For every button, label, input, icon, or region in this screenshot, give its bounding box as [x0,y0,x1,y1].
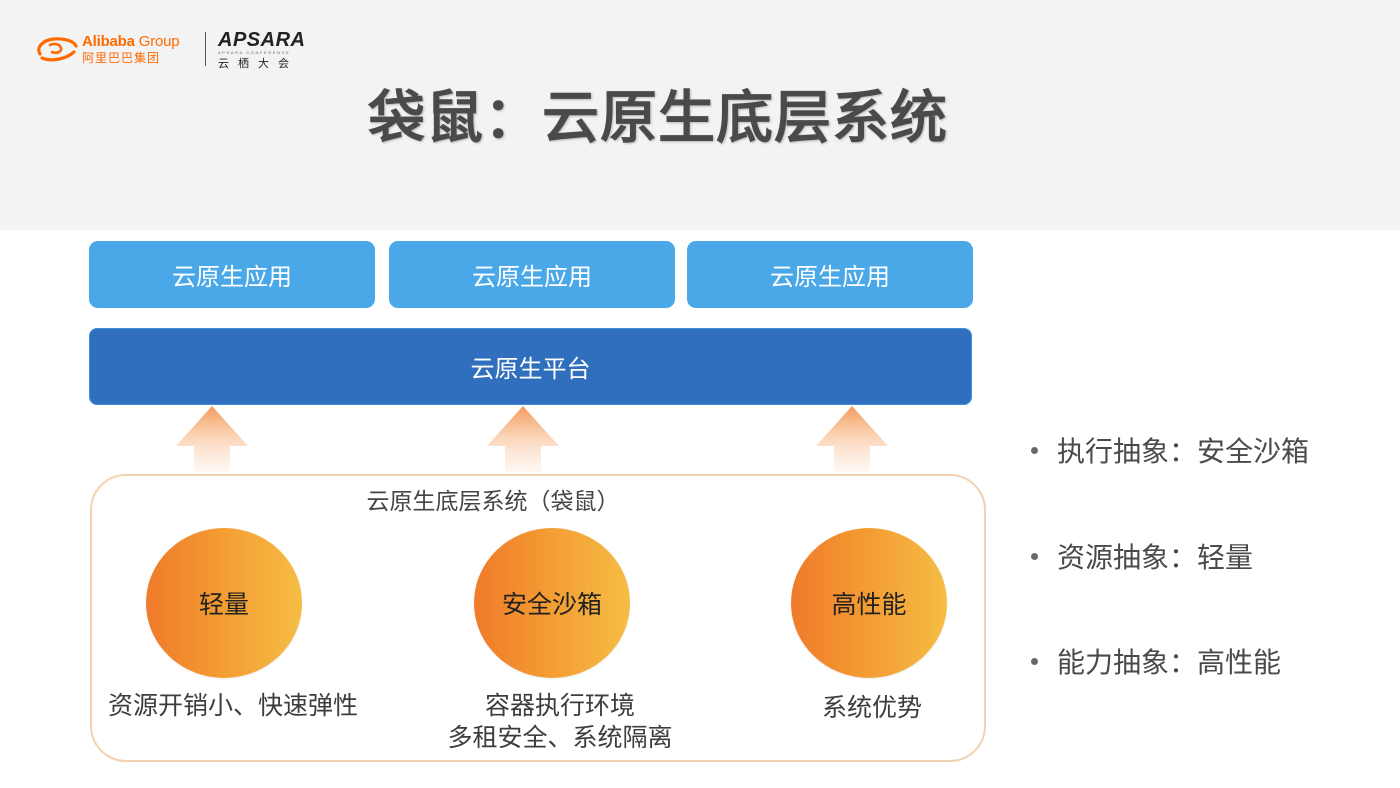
up-arrow-icon [816,406,888,472]
alibaba-wordmark: Alibaba Group 阿里巴巴集团 [82,33,180,66]
system-title: 云原生底层系统（袋鼠） [366,489,620,515]
bullet-item: 能力抽象：高性能 [1030,643,1281,679]
apsara-wordmark: APSARA APSARA CONFERENCE 云栖大会 [218,30,305,70]
app-box-1: 云原生应用 [89,241,375,308]
feature-circle-performance: 高性能 [791,528,947,678]
bullet-dot-icon [1031,552,1038,560]
feature-label: 高性能 [831,590,907,619]
logo-divider [205,32,206,66]
bullet-item: 资源抽象：轻量 [1030,538,1253,574]
bullet-text: 能力抽象：高性能 [1057,646,1282,679]
feature-label: 轻量 [198,590,249,619]
feature-caption: 多租安全、系统隔离 [447,723,673,752]
up-arrow-icon [487,406,559,472]
apsara-sub: APSARA CONFERENCE [218,50,291,55]
page-title: 袋鼠：云原生底层系统 [368,85,948,151]
header-band [0,0,1400,230]
bullet-dot-icon [1031,446,1038,454]
platform-box: 云原生平台 [89,328,972,405]
feature-caption: 系统优势 [821,693,922,722]
feature-label: 安全沙箱 [501,590,602,619]
up-arrow-icon [176,406,248,472]
bullet-dot-icon [1031,657,1038,665]
bullet-item: 执行抽象：安全沙箱 [1030,432,1309,468]
apsara-cn: 云栖大会 [218,57,298,70]
bullet-text: 资源抽象：轻量 [1057,541,1254,574]
alibaba-en: Alibaba [82,33,135,50]
feature-circle-lightweight: 轻量 [146,528,302,678]
app-box-2: 云原生应用 [389,241,675,308]
feature-circle-sandbox: 安全沙箱 [474,528,630,678]
feature-caption: 容器执行环境 [484,691,635,720]
alibaba-cn: 阿里巴巴集团 [82,51,161,65]
bullet-text: 执行抽象：安全沙箱 [1057,435,1310,468]
feature-caption: 资源开销小、快速弹性 [107,691,358,720]
alibaba-logo-icon [37,37,78,62]
alibaba-group: Group [134,33,180,50]
apsara-en: APSARA [218,29,306,51]
app-box-3: 云原生应用 [687,241,973,308]
